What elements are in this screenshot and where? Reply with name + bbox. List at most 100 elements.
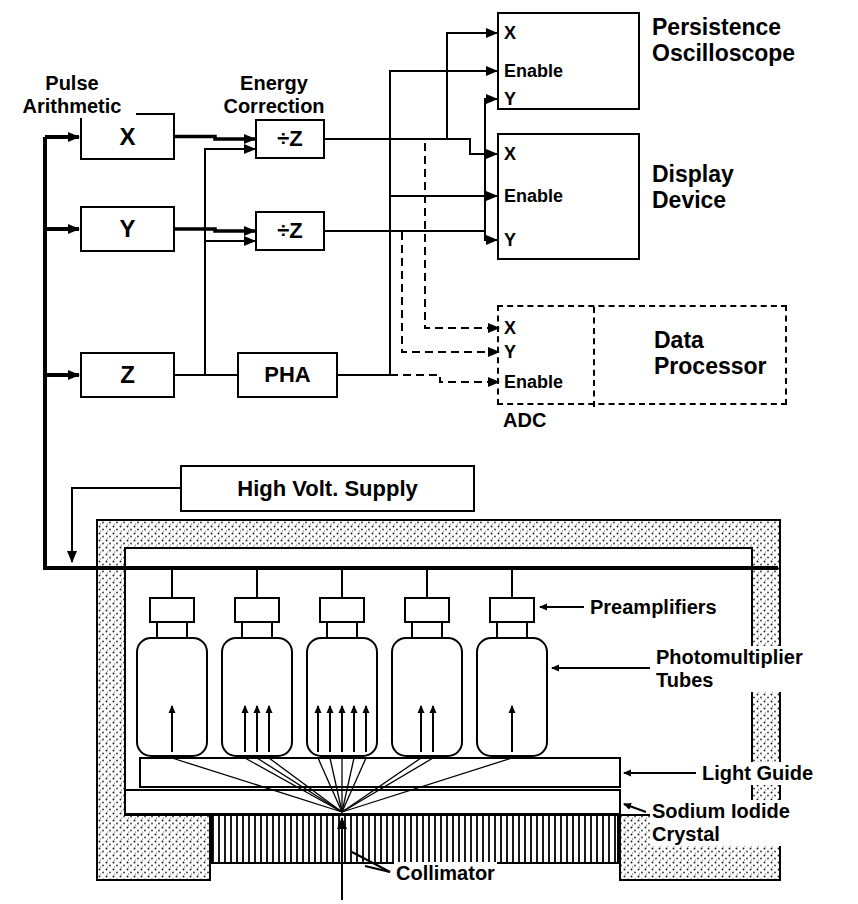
gamma-ray-arrow bbox=[341, 818, 343, 900]
leader-line bbox=[540, 606, 584, 608]
light-ray bbox=[353, 706, 355, 752]
leader-line bbox=[352, 852, 390, 872]
preamp-lead bbox=[426, 568, 428, 598]
leader-line bbox=[365, 866, 390, 872]
optional-signal-wire bbox=[325, 231, 499, 352]
process-box: ÷Z bbox=[255, 119, 325, 159]
signal-wire bbox=[325, 139, 497, 154]
pin-label: Enable bbox=[504, 187, 563, 205]
light-ray bbox=[257, 758, 342, 812]
optional-signal-wire bbox=[338, 375, 499, 382]
preamplifier bbox=[405, 598, 449, 622]
device-box: XEnableYPersistence Oscilloscope bbox=[497, 12, 640, 110]
leader-line bbox=[624, 804, 646, 812]
preamplifier bbox=[320, 598, 364, 622]
device-name: Persistence Oscilloscope bbox=[652, 14, 852, 67]
signal-wire bbox=[338, 196, 497, 375]
process-box: ÷Z bbox=[255, 211, 325, 251]
preamp-lead bbox=[341, 568, 343, 598]
preamplifier bbox=[235, 598, 279, 622]
tube-neck bbox=[157, 622, 187, 638]
photomultiplier-tubes bbox=[137, 568, 547, 756]
signal-wire bbox=[325, 231, 497, 240]
light-ray bbox=[342, 758, 421, 812]
light-ray bbox=[318, 758, 342, 812]
process-box: Y bbox=[80, 206, 175, 252]
part-label: Sodium Iodide Crystal bbox=[650, 800, 819, 846]
preamplifier bbox=[490, 598, 534, 622]
preamplifier bbox=[150, 598, 194, 622]
light-ray bbox=[342, 758, 354, 812]
light-ray bbox=[341, 758, 342, 812]
pin-label: Y bbox=[504, 90, 516, 108]
light-ray bbox=[330, 758, 342, 812]
signal-wire bbox=[338, 71, 497, 375]
light-ray bbox=[245, 758, 342, 812]
device-box: XEnableYDisplay Device bbox=[497, 133, 640, 260]
part-label: Energy Correction bbox=[206, 72, 342, 118]
light-ray bbox=[256, 706, 258, 752]
light-ray bbox=[365, 706, 367, 752]
pin-label: X bbox=[504, 24, 516, 42]
box-label: High Volt. Supply bbox=[237, 476, 417, 502]
hv-cable bbox=[72, 488, 180, 562]
leader-line bbox=[624, 772, 696, 774]
light-ray bbox=[329, 706, 331, 752]
part-label: Preamplifiers bbox=[588, 596, 719, 619]
process-box: X bbox=[80, 113, 175, 160]
signal-wire bbox=[175, 149, 255, 375]
photomultiplier-tube bbox=[392, 638, 462, 756]
device-name: ADC bbox=[503, 409, 563, 432]
process-box: PHA bbox=[237, 352, 338, 398]
signal-wire bbox=[175, 229, 255, 231]
box-label: ÷Z bbox=[277, 218, 303, 244]
preamp-lead bbox=[171, 568, 173, 598]
light-ray bbox=[342, 758, 433, 812]
photomultiplier-tube bbox=[222, 638, 292, 756]
light-ray bbox=[317, 706, 319, 752]
pin-label: Enable bbox=[504, 373, 563, 391]
box-label: X bbox=[119, 123, 135, 151]
light-ray bbox=[420, 706, 422, 752]
signal-wire bbox=[325, 33, 497, 139]
box-label: Z bbox=[120, 361, 135, 389]
optional-signal-wire bbox=[325, 139, 499, 328]
pin-label: X bbox=[504, 145, 516, 163]
photomultiplier-tube bbox=[307, 638, 377, 756]
pin-label: Enable bbox=[504, 62, 563, 80]
part-label: Collimator bbox=[394, 862, 497, 885]
box-label: Y bbox=[119, 215, 135, 243]
process-box: High Volt. Supply bbox=[180, 465, 475, 512]
signal-wire bbox=[175, 374, 237, 376]
signal-wire bbox=[325, 99, 497, 231]
device-name: Data Processor bbox=[654, 327, 779, 380]
signal-cable bbox=[45, 135, 79, 139]
preamp-lead bbox=[511, 568, 513, 598]
box-label: ÷Z bbox=[277, 126, 303, 152]
pin-label: X bbox=[504, 319, 516, 337]
dashed-unit-box: Data Processor XYEnableADC bbox=[497, 305, 787, 405]
box-label: PHA bbox=[264, 362, 310, 388]
part-label: Pulse Arithmetic bbox=[8, 72, 136, 118]
pin-label: Y bbox=[504, 231, 516, 249]
preamp-lead bbox=[256, 568, 258, 598]
dashed-unit-box: XYEnableADC bbox=[499, 307, 595, 407]
tube-neck bbox=[497, 622, 527, 638]
light-ray bbox=[432, 706, 434, 752]
light-ray bbox=[269, 758, 342, 812]
light-ray bbox=[511, 706, 513, 752]
part-label: Photomultiplier Tubes bbox=[654, 646, 833, 692]
light-rays bbox=[172, 706, 512, 812]
photomultiplier-tube bbox=[137, 638, 207, 756]
light-guide bbox=[140, 758, 620, 787]
light-ray bbox=[244, 706, 246, 752]
device-name: Display Device bbox=[652, 161, 792, 214]
light-ray bbox=[341, 706, 343, 752]
photomultiplier-tube bbox=[477, 638, 547, 756]
tube-neck bbox=[412, 622, 442, 638]
signal-wire bbox=[175, 137, 255, 140]
collimator bbox=[212, 815, 618, 863]
process-box: Z bbox=[80, 352, 175, 398]
light-ray bbox=[268, 706, 270, 752]
